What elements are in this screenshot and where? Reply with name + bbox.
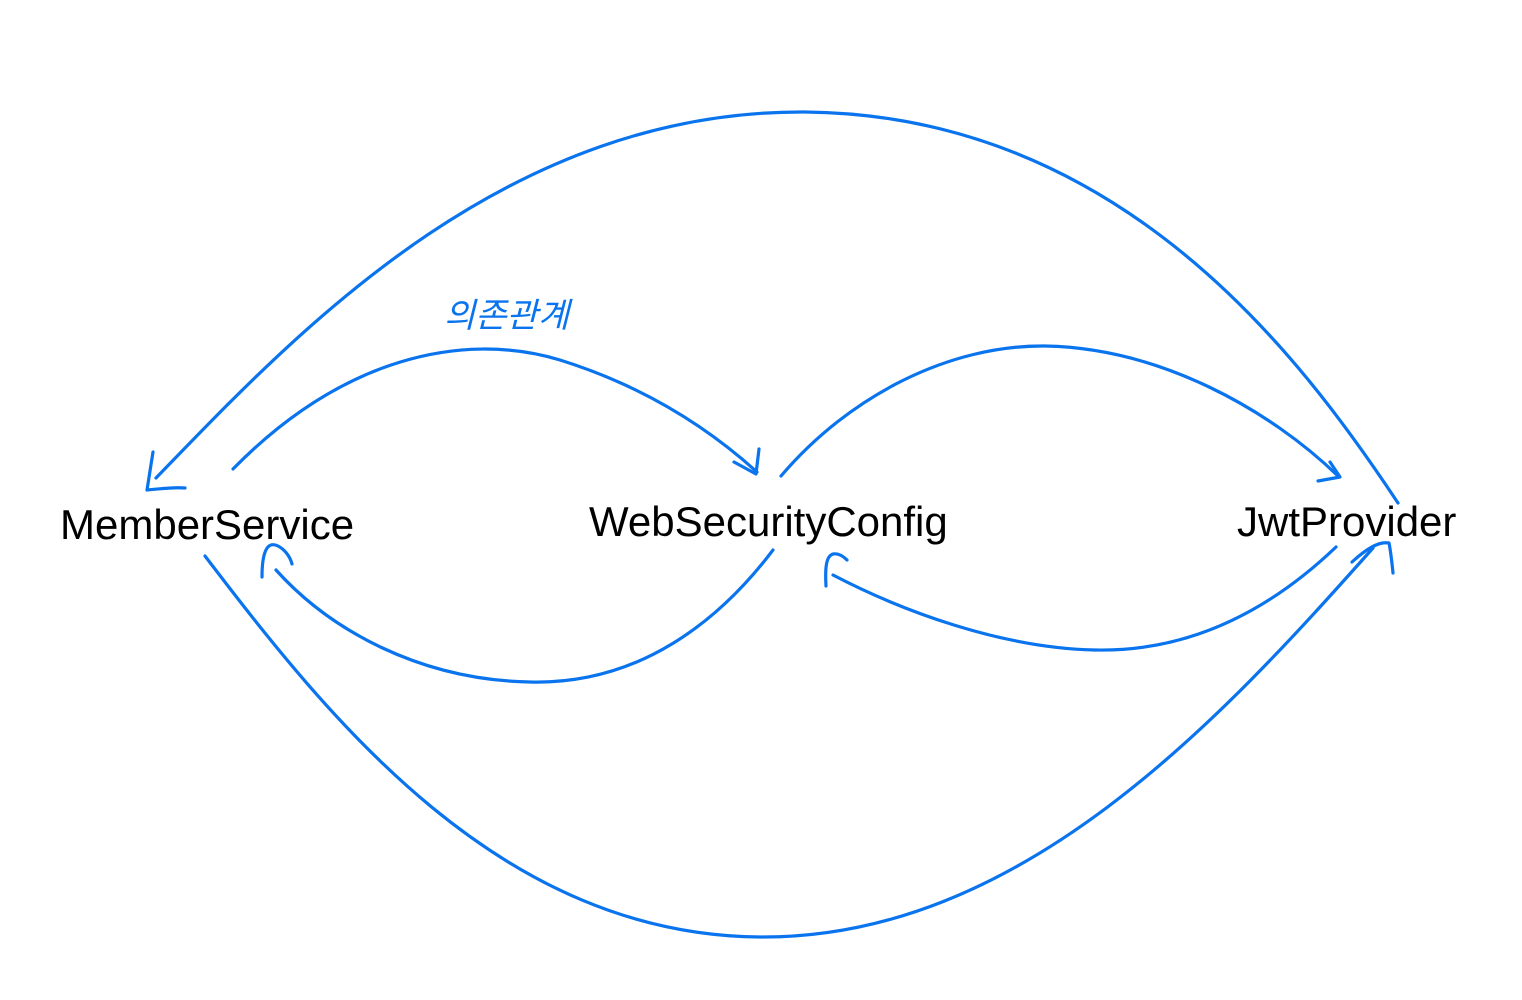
node-jwt-provider: JwtProvider [1237,498,1456,545]
arrowhead-icon [1350,541,1395,575]
arrowhead-icon [145,450,187,492]
arrowhead-icon [732,447,761,476]
edge-member-to-websec [231,347,761,476]
edge-curve [779,344,1340,478]
edge-curve [274,548,775,684]
arrowhead-icon [824,552,849,588]
edge-curve [154,110,1400,505]
arrowhead-icon [1316,460,1342,483]
annotation-label: 의존관계 [444,296,573,336]
arrowhead-icon [260,543,294,579]
node-web-security-config: WebSecurityConfig [589,498,948,545]
edge-curve [831,545,1338,652]
edge-websec-to-jwt [779,344,1342,483]
edge-jwt-to-websec [824,545,1338,652]
edge-websec-to-member [260,543,775,684]
node-member-service: MemberService [60,501,354,548]
edge-curve [203,546,1375,939]
edge-curve [231,347,759,474]
edge-jwt-to-member [145,110,1400,505]
edge-member-to-jwt [203,541,1395,939]
